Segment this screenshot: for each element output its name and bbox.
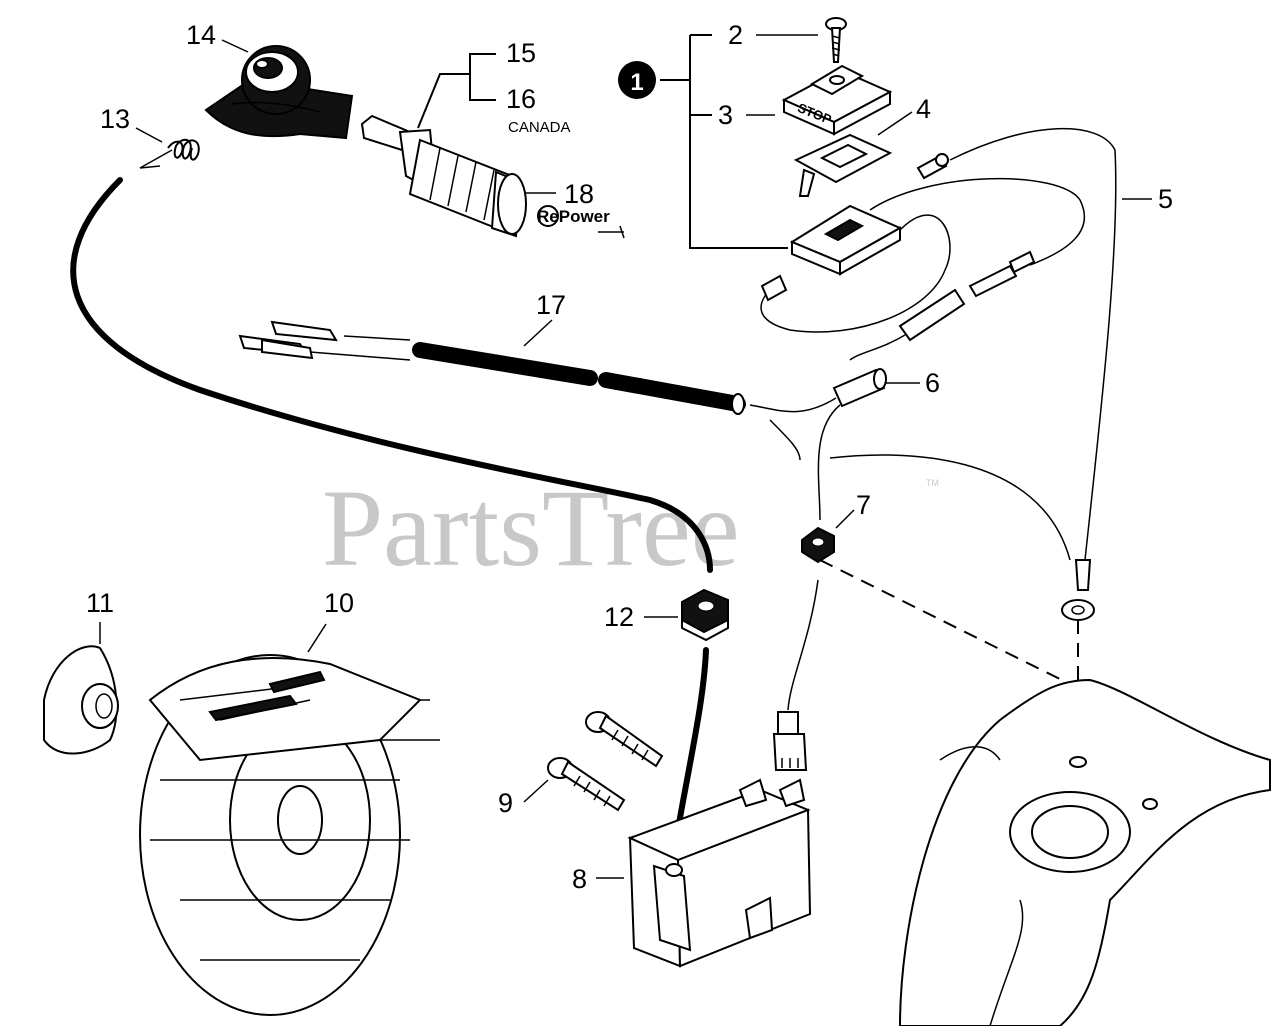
callout-18: 18 <box>564 179 594 209</box>
heat-shrink-tube-part <box>238 320 746 415</box>
screw-part <box>825 17 847 63</box>
callout-2: 2 <box>728 20 743 50</box>
spring-part <box>139 138 200 169</box>
callout-11: 11 <box>86 588 114 618</box>
callout-9: 9 <box>498 788 513 818</box>
callout-15: 15 <box>506 38 536 68</box>
watermark: PartsTree <box>322 467 740 589</box>
switch-wires <box>760 127 1116 361</box>
callout-17: 17 <box>536 290 566 320</box>
svg-text:RePower: RePower <box>537 207 610 226</box>
callout-6: 6 <box>925 368 940 398</box>
spark-plug-part <box>360 114 527 238</box>
group-marker-icon <box>618 61 656 99</box>
callout-12: 12 <box>604 602 634 632</box>
callout-8: 8 <box>572 864 587 894</box>
engine-shroud-part <box>898 678 1271 1026</box>
group-bracket <box>660 34 788 249</box>
callout-7: 7 <box>856 490 871 520</box>
switch-module-part <box>789 204 903 276</box>
repower-logo: RePower <box>537 205 625 239</box>
callout-3: 3 <box>718 100 733 130</box>
rotor-cover-part <box>43 645 119 755</box>
watermark-tm: TM <box>926 478 939 488</box>
spark-plug-lead <box>70 177 713 573</box>
gasket-part <box>793 133 893 197</box>
callout-4: 4 <box>916 94 931 124</box>
wire-connector-part <box>749 368 1071 561</box>
stop-switch-cover-part: STOP <box>781 64 893 136</box>
flywheel-part <box>139 654 440 1016</box>
callout-10: 10 <box>324 588 354 618</box>
ignition-coil-screws-part <box>547 711 664 812</box>
grommet-part <box>681 588 729 642</box>
terminal-connector-part <box>772 711 808 771</box>
callout-5: 5 <box>1158 184 1173 214</box>
grommet-small-part <box>801 526 835 564</box>
spark-plug-boot-part <box>204 45 354 140</box>
ground-wire-part <box>1061 149 1117 621</box>
callout-14: 14 <box>186 20 216 50</box>
canada-note: CANADA <box>508 119 571 136</box>
ignition-coil-part <box>627 778 812 968</box>
callout-13: 13 <box>100 104 130 134</box>
callout-1: 1 <box>630 69 643 96</box>
callout-16: 16 <box>506 84 536 114</box>
